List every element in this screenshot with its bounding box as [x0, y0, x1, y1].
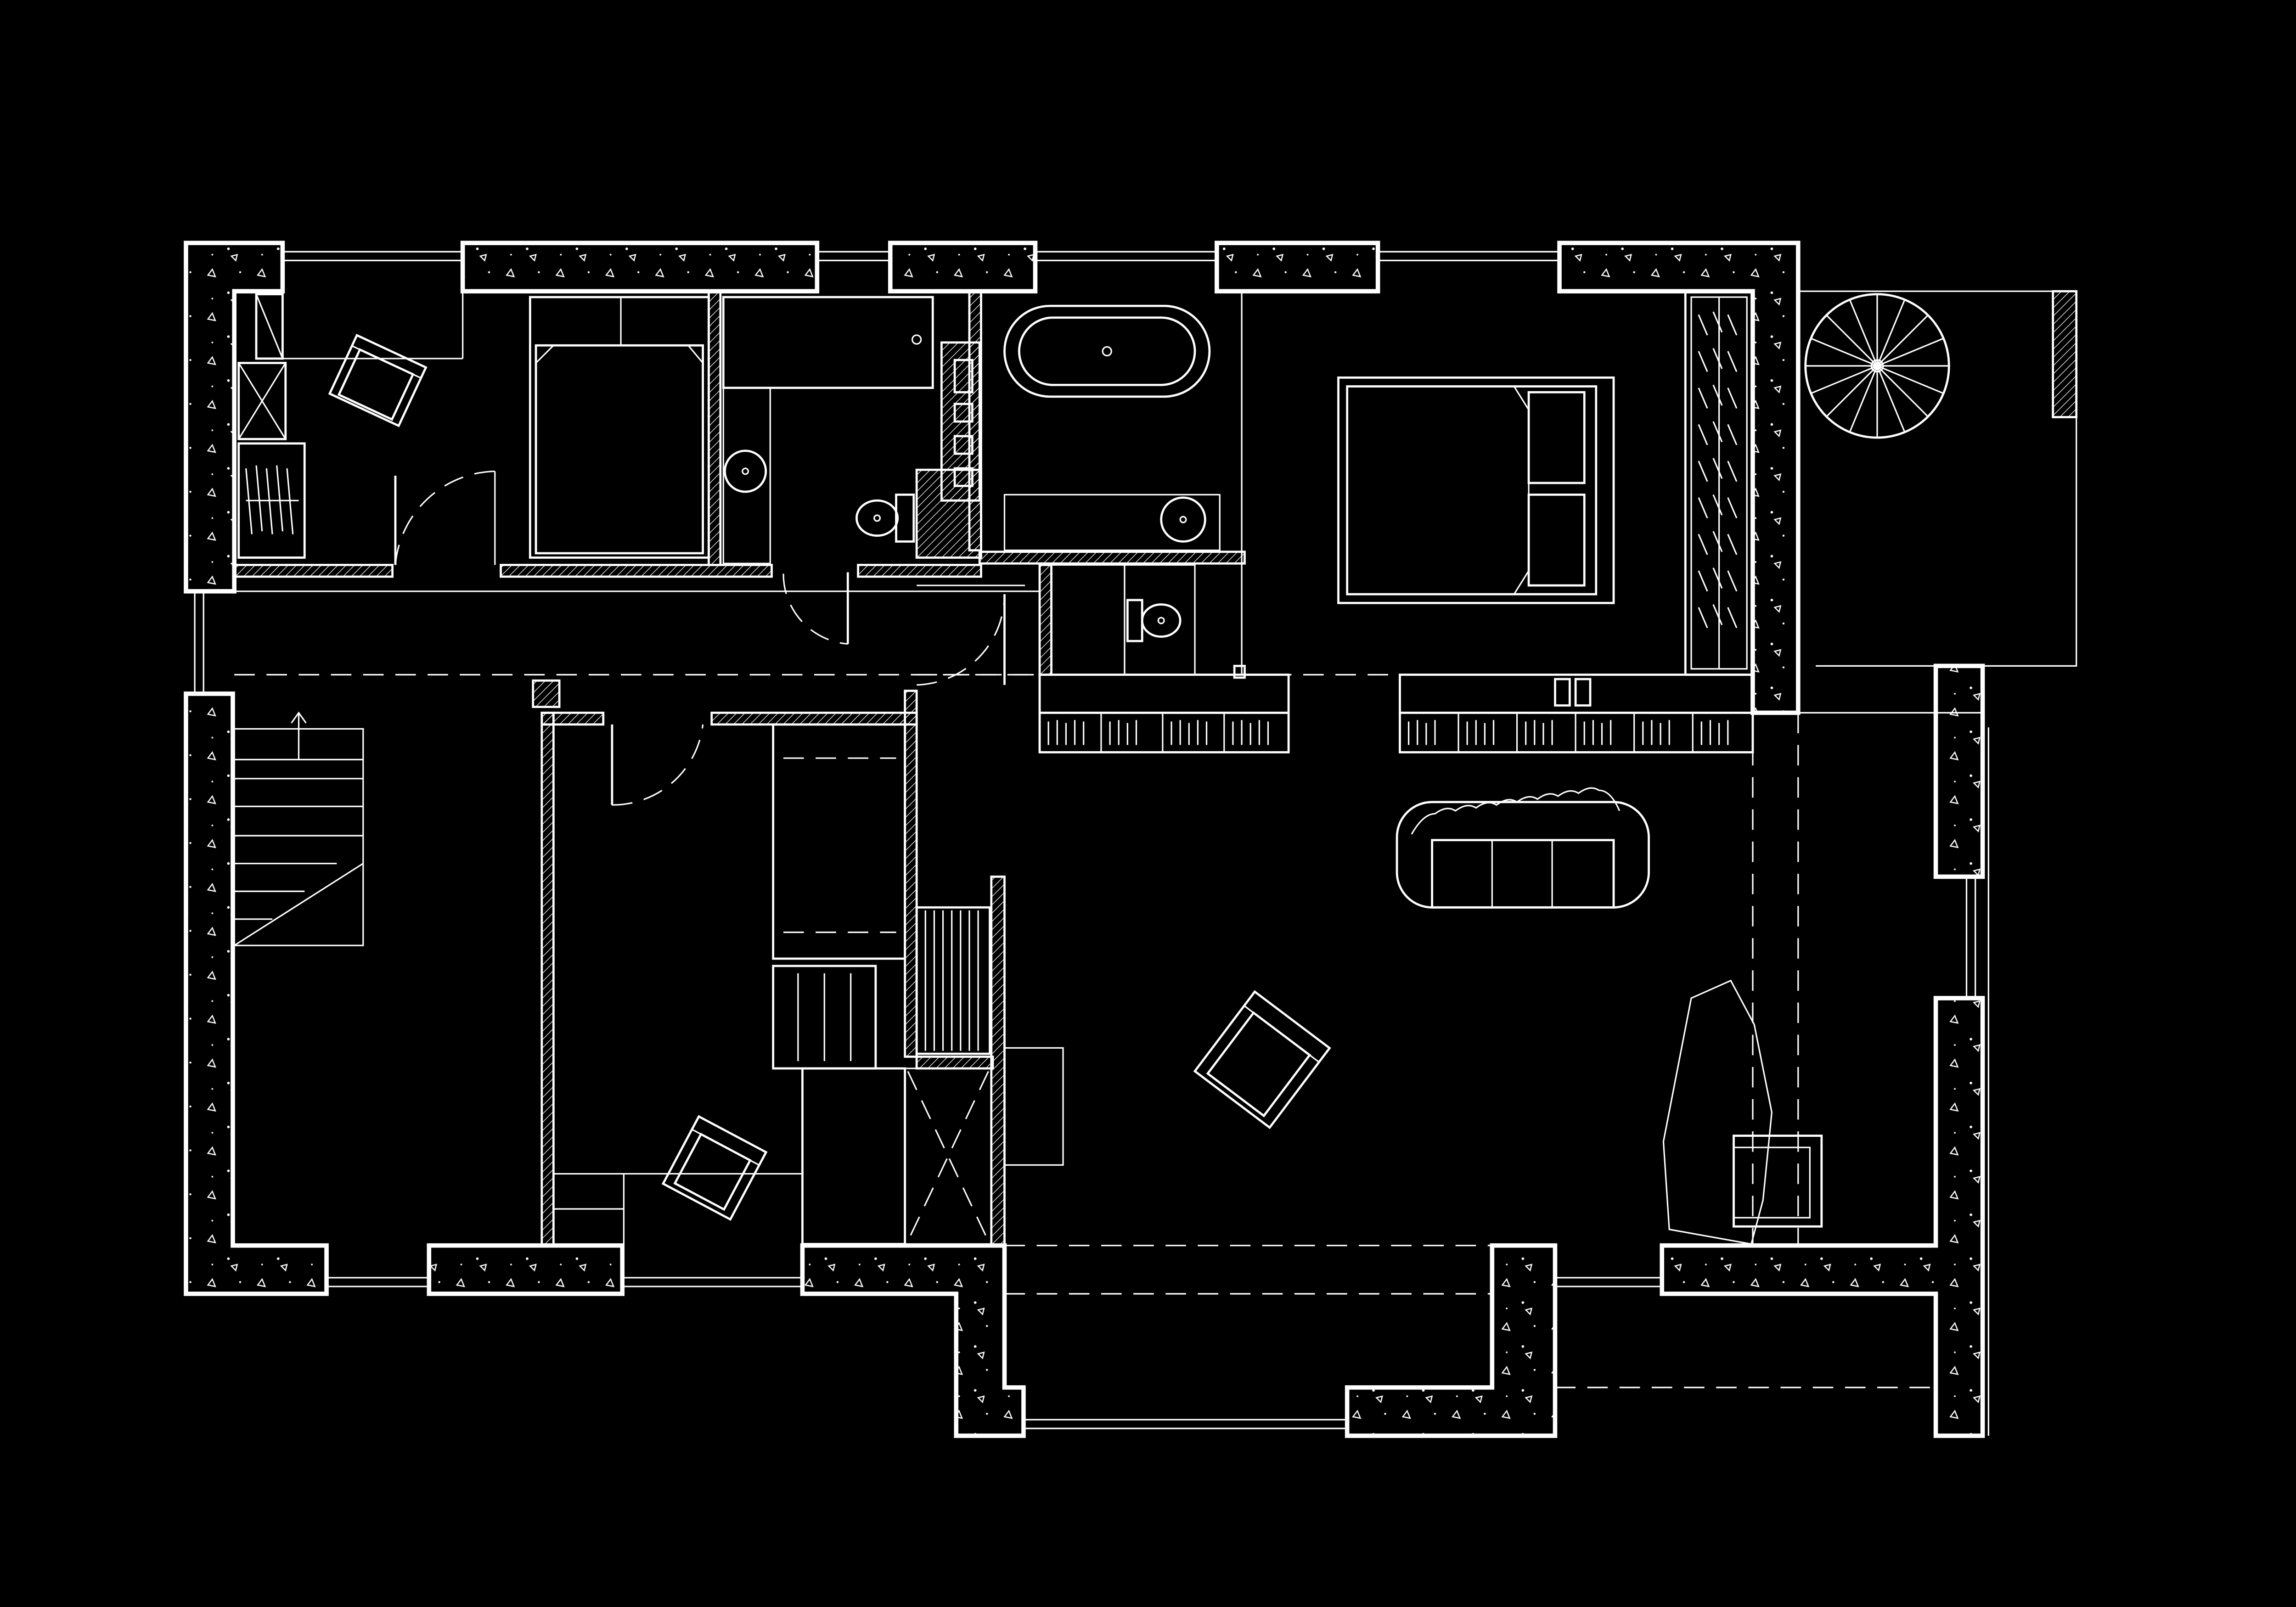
toilet-icon: [1126, 599, 1182, 642]
wall-right-upper: [1933, 663, 1985, 879]
wall-bottom-right-1: [1345, 1243, 1558, 1438]
wall-top-segment-1: [460, 241, 820, 294]
wall-bottom-segment-1: [427, 1243, 625, 1296]
double-bed-icon: [529, 296, 710, 559]
armchair-icon: [661, 1115, 768, 1221]
wardrobe-icon: [237, 442, 306, 559]
washbasin-icon: [724, 450, 767, 493]
sofa-icon: [1396, 787, 1650, 909]
windows: [194, 251, 2077, 1436]
bathtub-icon: [1003, 304, 1211, 398]
room-bedroom-2: [529, 296, 710, 559]
spiral-stair-icon: [1804, 293, 1950, 439]
balcony-post: [2052, 290, 2078, 418]
toilet-icon: [855, 494, 915, 543]
wall-right-lower: [1660, 996, 1985, 1438]
desk-icon: [1003, 1047, 1064, 1166]
fireplace-icon: [1662, 979, 1823, 1245]
exterior-walls: [184, 241, 2078, 1438]
room-hall-storage: [772, 723, 992, 1245]
wall-bottom-middle: [800, 1243, 1026, 1438]
arrow-up-icon: [291, 711, 307, 760]
room-bedroom-3: [552, 724, 803, 1247]
washbasin-icon: [1160, 496, 1206, 543]
room-living: [1003, 787, 1823, 1245]
armchair-icon: [1193, 990, 1331, 1129]
wall-top-left-corner: [184, 241, 285, 594]
wall-left-lower: [184, 691, 329, 1296]
bathtub-icon: [722, 296, 934, 389]
bookshelf-icon: [1038, 674, 1754, 753]
room-study: [237, 291, 496, 565]
wall-top-segment-3: [1215, 241, 1380, 294]
wall-top-segment-2: [888, 241, 1038, 294]
double-bed-icon: [1337, 376, 1615, 604]
armchair-icon: [328, 334, 428, 427]
room-staircase: [233, 711, 364, 946]
room-bathroom-1: [722, 296, 974, 645]
